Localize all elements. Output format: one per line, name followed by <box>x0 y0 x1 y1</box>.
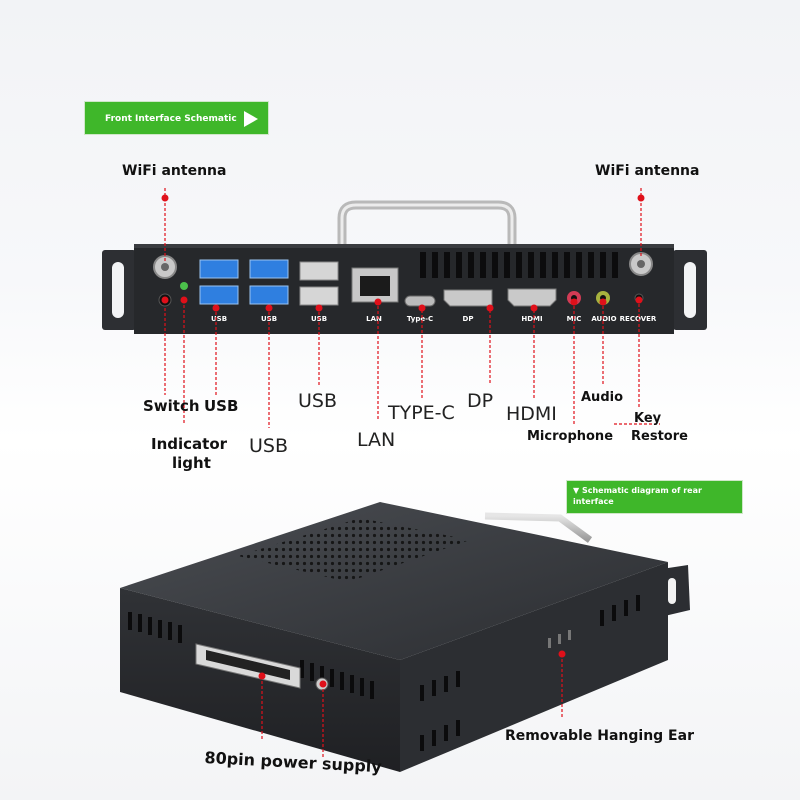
dp-label: DP <box>467 390 494 412</box>
panel-typec-text: Type-C <box>407 315 433 323</box>
panel-audio-text: AUDIO <box>591 315 616 323</box>
rear-pointer-lines <box>261 654 563 758</box>
hanging-ear-label: Removable Hanging Ear <box>505 728 694 744</box>
lan-label: LAN <box>357 429 396 451</box>
front-interface-banner: Front Interface Schematic <box>84 101 269 135</box>
front-panel <box>102 200 707 334</box>
key-label: Key <box>634 411 662 426</box>
usb-bold-label: USB <box>204 397 239 415</box>
triangle-down-icon: ▼ <box>573 486 580 495</box>
switch-label: Switch <box>143 397 200 415</box>
front-pointer-lines <box>164 188 660 428</box>
chassis-3d <box>120 502 690 772</box>
panel-lan-text: LAN <box>366 315 382 323</box>
panel-dp-text: DP <box>463 315 474 323</box>
panel-hdmi-text: HDMI <box>521 315 542 323</box>
audio-label: Audio <box>581 390 624 405</box>
play-arrow-icon <box>244 111 258 127</box>
indicator-label: Indicator <box>151 435 228 453</box>
rear-banner-text: Schematic diagram of rear interface <box>573 486 702 506</box>
panel-recover-text: RECOVER <box>620 315 657 323</box>
type-c-label: TYPE-C <box>388 402 455 424</box>
hdmi-label: HDMI <box>506 403 557 425</box>
restore-label: Restore <box>631 429 688 444</box>
usb-mid-label: USB <box>249 435 289 457</box>
usb-right-label: USB <box>298 390 338 412</box>
microphone-label: Microphone <box>527 429 614 444</box>
rear-pointer-dots <box>258 650 566 688</box>
front-pointer-dots <box>161 194 645 312</box>
wifi-antenna-left-label: WiFi antenna <box>122 163 227 179</box>
indicator-light-label: light <box>172 454 211 472</box>
wifi-antenna-right-label: WiFi antenna <box>595 163 700 179</box>
rear-interface-banner: ▼ Schematic diagram of rear interface <box>566 480 743 514</box>
front-banner-text: Front Interface Schematic <box>105 114 237 124</box>
panel-usb1-text: USB <box>211 315 227 323</box>
